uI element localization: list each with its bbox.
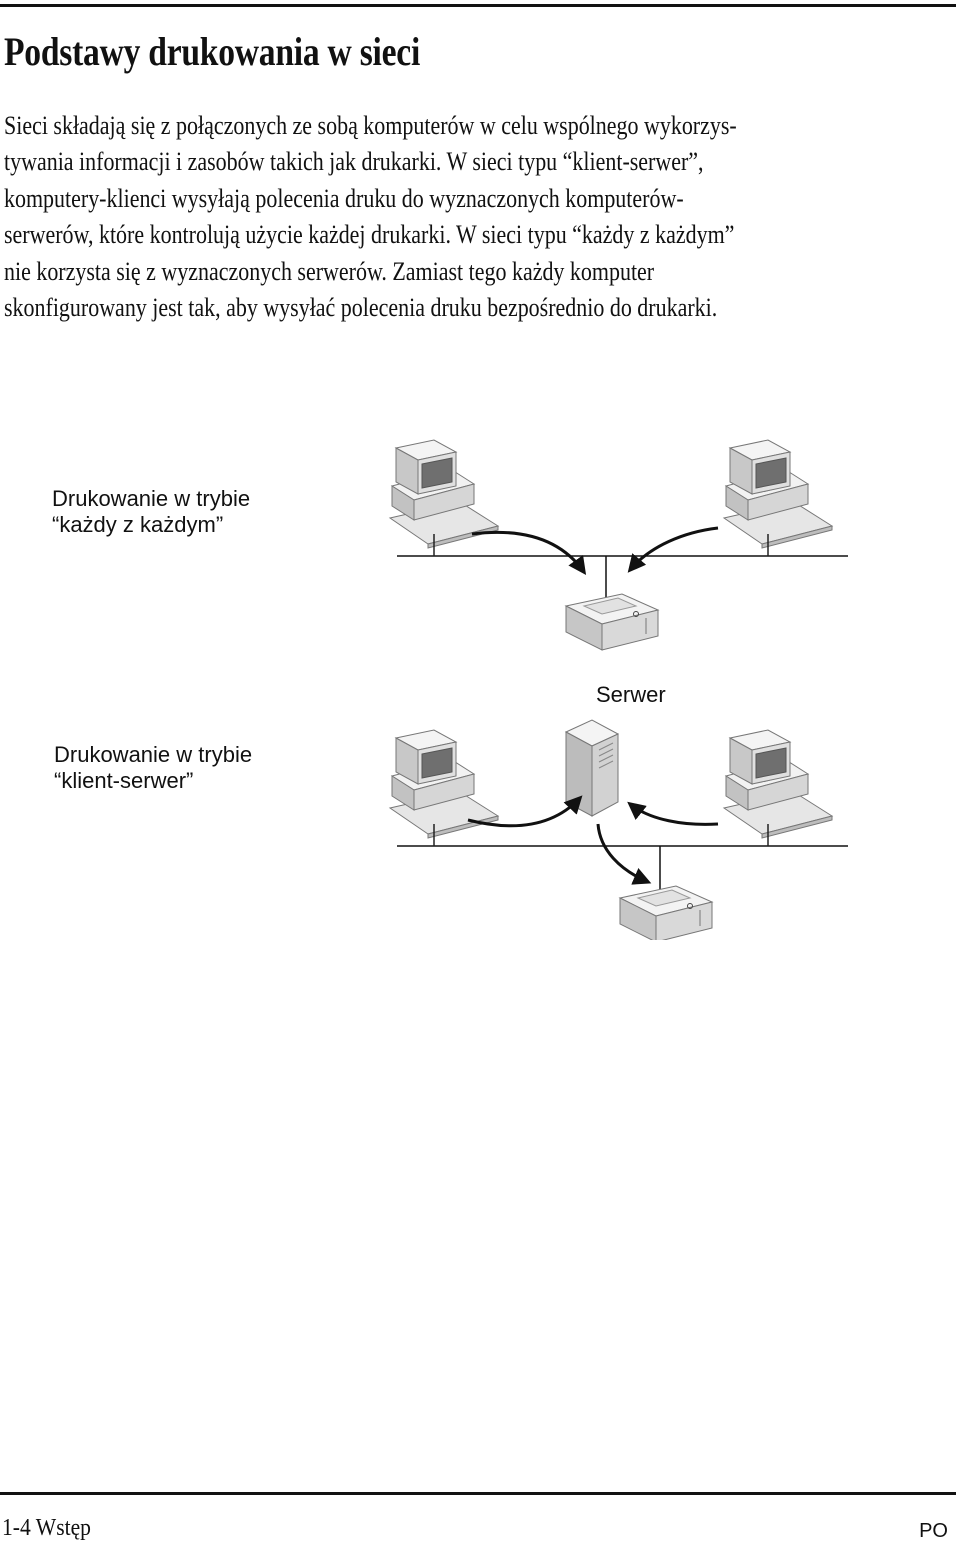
peer-mode-label-line2: “każdy z każdym” <box>52 512 223 537</box>
client-server-label-line1: Drukowanie w trybie <box>54 742 252 767</box>
computer-icon <box>389 439 499 557</box>
bottom-rule <box>0 1492 956 1495</box>
arrow <box>627 526 719 573</box>
printer-icon <box>619 885 713 940</box>
paragraph-line: Sieci składają się z połączonych ze sobą… <box>4 111 737 140</box>
page-number-footer: 1-4 Wstęp <box>2 1515 91 1541</box>
paragraph-line: komputery-klienci wysyłają polecenia dru… <box>4 183 684 213</box>
computer-icon <box>723 439 833 557</box>
network-printing-diagram: Drukowanie w trybie “każdy z każdym” Ser… <box>52 439 848 940</box>
intro-paragraph: Sieci składają się z połączonych ze sobą… <box>4 108 950 326</box>
printer-icon <box>565 593 659 651</box>
server-icon <box>565 719 619 817</box>
client-server-section: Serwer Drukowanie w trybie “klient-serwe… <box>54 682 848 940</box>
computer-icon <box>389 729 499 847</box>
paragraph-line: skonfigurowany jest tak, aby wysyłać pol… <box>4 293 718 323</box>
client-server-label-line2: “klient-serwer” <box>54 768 193 793</box>
paragraph-line: serwerów, które kontrolują użycie każdej… <box>4 220 735 250</box>
arrow <box>471 530 587 575</box>
computer-icon <box>723 729 833 847</box>
arrow <box>596 823 652 885</box>
arrow <box>627 801 719 826</box>
language-code-footer: PO <box>919 1520 948 1542</box>
top-rule <box>0 4 956 7</box>
peer-to-peer-section: Drukowanie w trybie “każdy z każdym” <box>52 439 848 651</box>
server-label: Serwer <box>596 682 666 707</box>
peer-mode-label-line1: Drukowanie w trybie <box>52 486 250 511</box>
paragraph-line: nie korzysta się z wyznaczonych serwerów… <box>4 256 655 286</box>
page-title: Podstawy drukowania w sieci <box>4 29 421 74</box>
arrow <box>467 795 583 828</box>
paragraph-line: tywania informacji i zasobów takich jak … <box>4 147 704 177</box>
